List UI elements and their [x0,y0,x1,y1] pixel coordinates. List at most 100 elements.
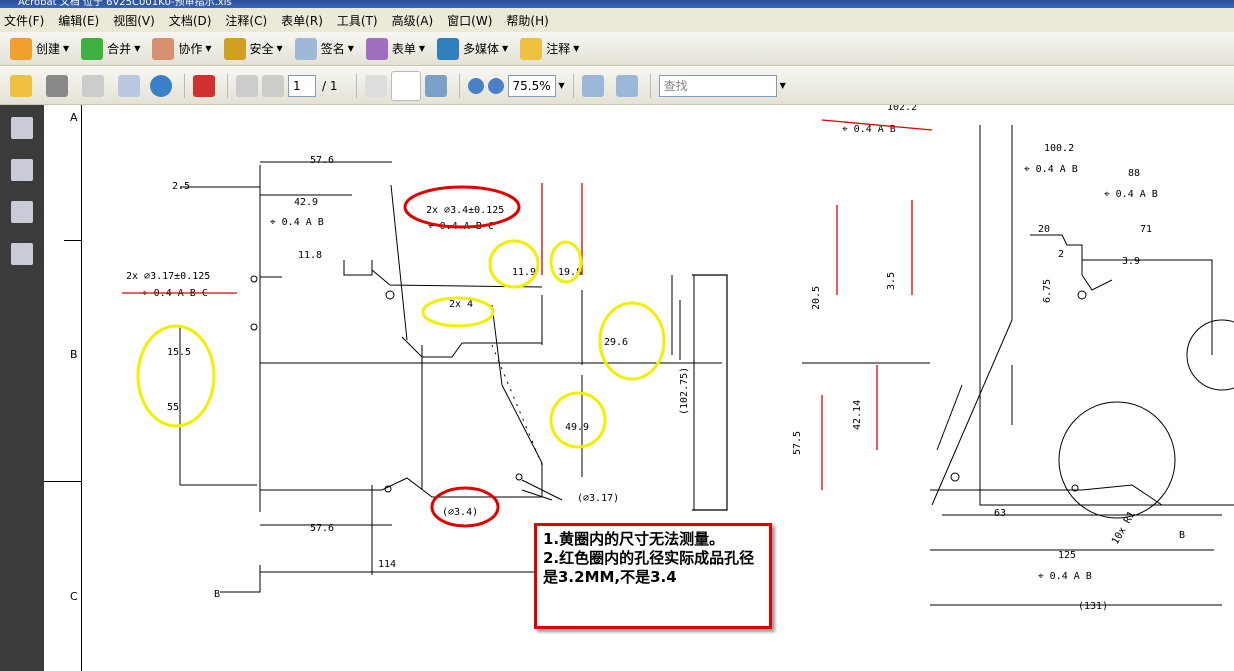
dim-114: 114 [378,559,396,570]
dim-3-5: 3.5 [886,272,897,290]
menu-window[interactable]: 窗口(W) [447,13,493,28]
drawing-border: A B C [44,105,82,671]
zoom-out-icon[interactable] [467,77,484,94]
dim-2x-4: 2x 4 [449,299,473,310]
dim-hole-ref-3-4: (∅3.4) [442,507,478,518]
dim-125: 125 [1058,550,1076,561]
print-icon[interactable] [46,74,68,97]
dim-57-6: 57.6 [310,155,334,166]
open-folder-icon[interactable] [10,74,32,97]
search-dropdown-icon[interactable]: ▼ [779,81,786,90]
security-button[interactable]: 安全▼ [223,37,283,60]
dim-131: (131) [1078,601,1108,612]
next-page-icon[interactable] [262,74,284,97]
page-number-input[interactable]: 1 [288,74,316,97]
dim-100-2: 100.2 [1044,143,1074,154]
fit-width-icon[interactable] [581,74,604,97]
dim-hole-ref-3-17: (∅3.17) [577,493,619,504]
zoom-dropdown-icon[interactable]: ▼ [558,81,565,90]
fit-page-icon[interactable] [615,74,638,97]
dim-49-9: 49.9 [565,422,589,433]
layers-icon[interactable] [11,201,33,223]
note-line-1: 1.黄圈内的尺寸无法测量。 [543,530,725,548]
annotation-note[interactable]: 1.黄圈内的尺寸无法测量。 2.红色圈内的孔径实际成品孔径是3.2MM,不是3.… [534,523,772,629]
create-button[interactable]: 创建▼ [10,37,69,60]
task-toolbar: 创建▼ 合并▼ 协作▼ 安全▼ 签名▼ 表单▼ 多媒体▼ 注释▼ [0,32,1234,66]
zone-c: C [70,590,78,603]
menu-edit[interactable]: 编辑(E) [58,13,100,28]
menu-tools[interactable]: 工具(T) [336,13,378,28]
datum-b-right: B [1179,530,1185,541]
select-tool-icon[interactable] [364,74,387,97]
lock-icon [223,37,246,60]
bookmarks-icon[interactable] [11,159,33,181]
dim-3-9: 3.9 [1122,256,1140,267]
dim-57-6-bottom: 57.6 [310,523,334,534]
note-line-2: 2.红色圈内的孔径实际成品孔径是3.2MM,不是3.4 [543,549,755,586]
dim-hole-3-17: 2x ∅3.17±0.125 [126,271,210,282]
multimedia-button[interactable]: 多媒体▼ [437,37,508,60]
dim-63: 63 [994,508,1006,519]
zoom-input[interactable]: 75.5% [507,74,556,97]
menu-help[interactable]: 帮助(H) [506,13,549,28]
dim-20: 20 [1038,224,1050,235]
dim-6-75: 6.75 [1042,279,1053,303]
zoom-in-icon[interactable] [487,77,504,94]
dim-57-5: 57.5 [792,431,803,455]
fcf-7: ⌖ 0.4 A B [1038,571,1092,582]
fcf-1: ⌖ 0.4 A B [270,217,324,228]
upload-web-icon[interactable] [150,74,172,97]
window-title: Acrobat 文档 位于 6V25C001K0-预审指示.xls [0,0,1234,8]
menu-file[interactable]: 文件(F) [4,13,45,28]
navigation-pane [0,105,44,671]
email-icon[interactable] [118,74,140,97]
pages-icon[interactable] [11,117,33,139]
security-settings-icon[interactable] [193,74,215,97]
dim-102-2: 102.2 [887,105,917,113]
marquee-zoom-icon[interactable] [424,74,447,97]
page-total: / 1 [322,78,338,93]
search-input[interactable]: 查找 [658,74,777,97]
comment-button[interactable]: 注释▼ [520,37,579,60]
collaborate-button[interactable]: 协作▼ [152,37,212,60]
engineering-drawing: 57.6 2.5 42.9 11.8 2x ∅3.17±0.125 15.5 5… [122,105,1234,612]
fcf-4: ⌖ 0.4 A B [842,124,896,135]
dim-42-9: 42.9 [294,197,318,208]
dim-88: 88 [1128,168,1140,179]
menu-advanced[interactable]: 高级(A) [391,13,434,28]
signatures-icon[interactable] [11,243,33,265]
previous-page-icon[interactable] [236,74,258,97]
menu-view[interactable]: 视图(V) [113,13,155,28]
dim-71: 71 [1140,224,1152,235]
dim-15-5: 15.5 [167,347,191,358]
zone-a: A [70,111,78,124]
menu-comments[interactable]: 注释(C) [225,13,268,28]
dim-29-6: 29.6 [604,337,628,348]
fcf-5: ⌖ 0.4 A B [1024,164,1078,175]
sign-button[interactable]: 签名▼ [294,37,354,60]
menu-bar: 文件(F) 编辑(E) 视图(V) 文档(D) 注释(C) 表单(R) 工具(T… [0,8,1234,32]
dim-102-75: (102.75) [679,367,690,415]
comment-icon [520,37,543,60]
datum-b: B [214,589,220,600]
dim-11-9: 11.9 [512,267,536,278]
forms-button[interactable]: 表单▼ [365,37,425,60]
dim-20-5: 20.5 [811,286,822,310]
collaborate-label: 协作 [178,42,203,56]
dim-42-14: 42.14 [852,400,863,430]
create-icon [10,37,32,60]
hand-tool-icon[interactable] [390,70,421,101]
dim-2: 2 [1058,249,1064,260]
combine-button[interactable]: 合并▼ [81,37,140,60]
zone-b: B [70,348,78,361]
menu-document[interactable]: 文档(D) [168,13,212,28]
multimedia-label: 多媒体 [463,42,500,56]
collaborate-icon [152,37,175,60]
dim-55: 55 [167,402,179,413]
sign-label: 签名 [320,42,345,56]
form-icon [365,37,388,60]
menu-forms[interactable]: 表单(R) [281,13,323,28]
save-icon[interactable] [82,74,104,97]
combine-icon [81,37,104,60]
dim-11-8: 11.8 [298,250,322,261]
